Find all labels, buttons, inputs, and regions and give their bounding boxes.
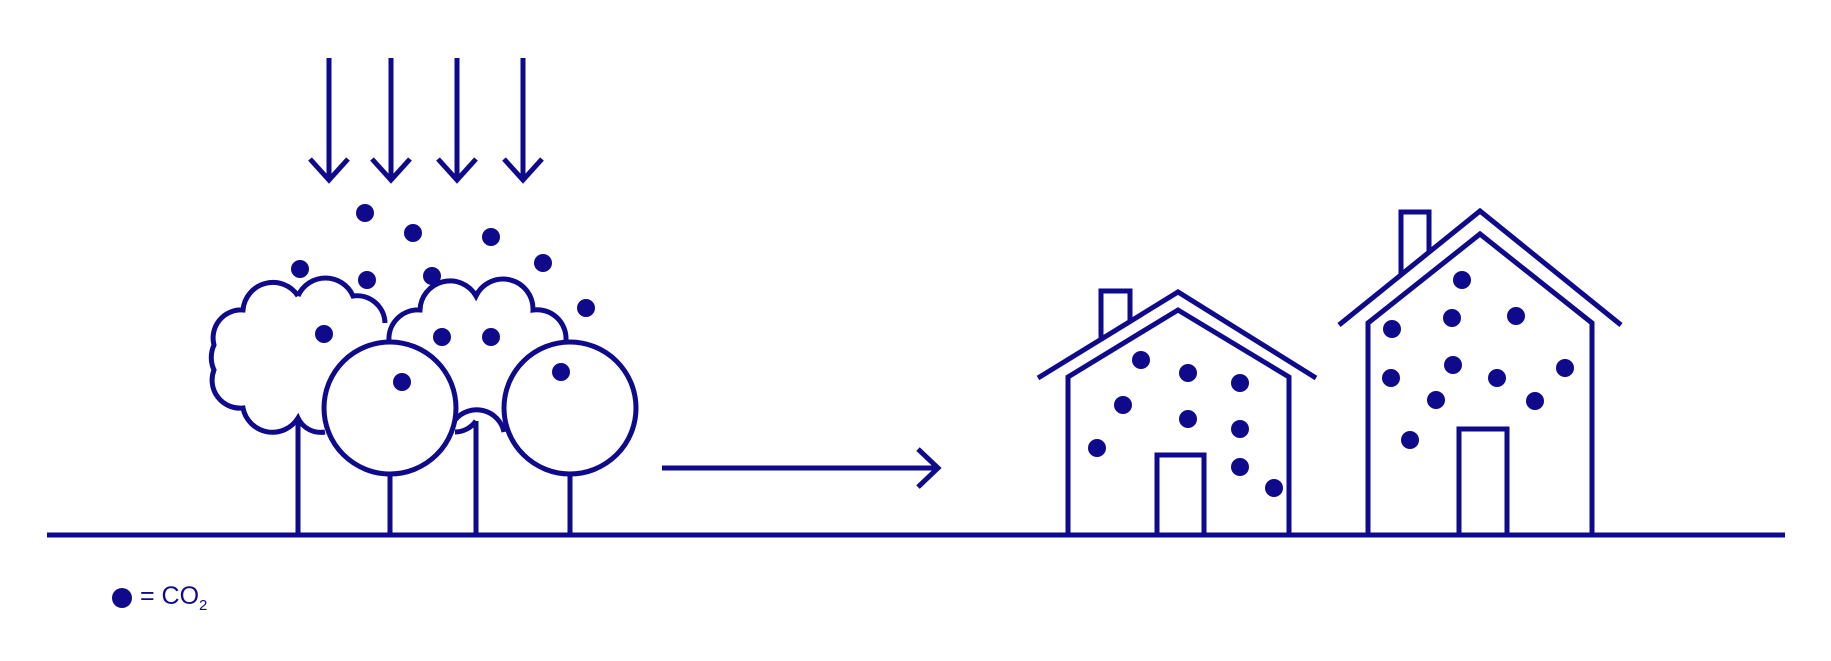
co2-dot-icon [433, 328, 451, 346]
co2-dots [291, 204, 1574, 497]
legend-label: = CO2 [140, 581, 208, 614]
co2-dot-icon [1526, 392, 1544, 410]
house-small-chimney [1098, 288, 1133, 339]
bushy-tree-crown-right [386, 276, 569, 435]
arrow-down-icon [308, 58, 350, 184]
house-icon [1036, 288, 1318, 538]
house-large-chimney [1398, 209, 1432, 275]
co2-dot-icon [1444, 356, 1462, 374]
co2-dot-icon [393, 373, 411, 391]
co2-dot-icon [534, 254, 552, 272]
forest [208, 275, 639, 535]
arrow-right-icon [662, 447, 942, 489]
incoming-arrows [308, 58, 544, 184]
co2-dot-icon [1453, 271, 1471, 289]
co2-dot-icon [291, 260, 309, 278]
house-large-door [1456, 426, 1510, 535]
co2-dot-icon [404, 224, 422, 242]
co2-dot-icon [577, 299, 595, 317]
co2-dot-icon [1488, 369, 1506, 387]
house-large-walls [1365, 230, 1595, 535]
co2-dot-icon [1231, 458, 1249, 476]
arrow-down-icon [370, 58, 412, 184]
arrow-down-icon [436, 58, 478, 184]
round-tree-crown-left [321, 339, 459, 477]
co2-dot-icon [423, 267, 441, 285]
co2-dot-icon [482, 328, 500, 346]
co2-dot-icon [1179, 364, 1197, 382]
co2-dot-icon [482, 228, 500, 246]
co2-dot-icon [1231, 420, 1249, 438]
house-icon [1337, 207, 1623, 538]
co2-dot-icon [358, 271, 376, 289]
round-tree-crown-right [501, 339, 639, 477]
co2-dot-icon [315, 325, 333, 343]
house-small-walls [1065, 307, 1292, 535]
bushy-tree-crown-left [208, 275, 388, 435]
co2-dot-icon [1427, 391, 1445, 409]
co2-dot-icon [1088, 439, 1106, 457]
co2-dot-icon [1383, 320, 1401, 338]
arrow-down-icon [502, 58, 544, 184]
co2-dot-icon [1132, 351, 1150, 369]
house-small-door [1154, 452, 1207, 535]
co2-dot-icon [1401, 431, 1419, 449]
legend: = CO2 [112, 578, 207, 618]
co2-dot-icon [1231, 374, 1249, 392]
co2-dot-icon [552, 363, 570, 381]
house-small-roof [1036, 289, 1318, 381]
co2-dot-icon [1556, 359, 1574, 377]
legend-equals-co: = CO [140, 581, 200, 610]
co2-dot-icon [1114, 396, 1132, 414]
co2-dot-icon [1507, 307, 1525, 325]
co2-dot-icon [356, 204, 374, 222]
legend-subscript: 2 [199, 596, 208, 614]
co2-dot-icon [1265, 479, 1283, 497]
co2-dot-icon [112, 588, 132, 608]
co2-dot-icon [1382, 369, 1400, 387]
co2-dot-icon [1179, 410, 1197, 428]
co2-dot-icon [1443, 309, 1461, 327]
house-large-roof [1337, 207, 1623, 327]
